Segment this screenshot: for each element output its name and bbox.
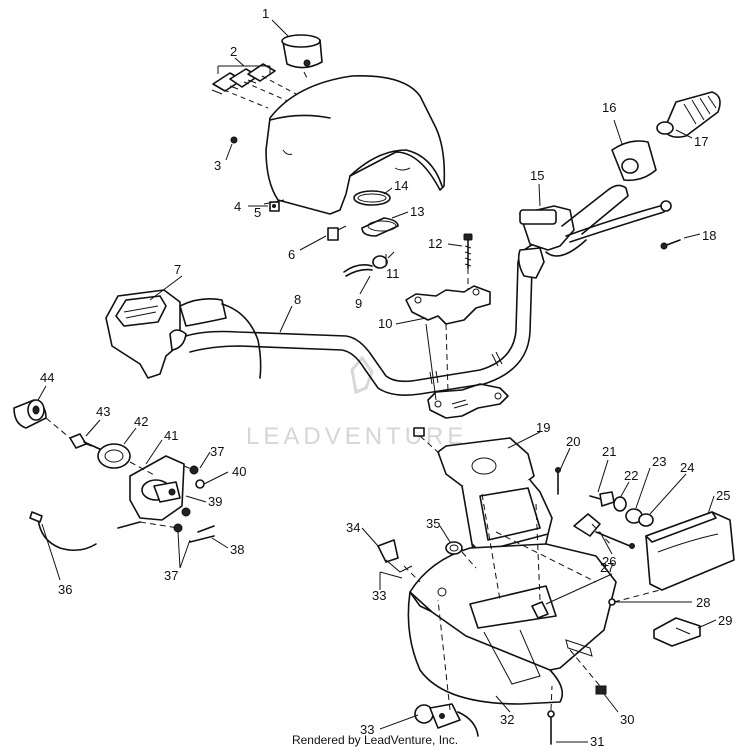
callout-10: 10 (378, 316, 392, 331)
footer-credit: Rendered by LeadVenture, Inc. (291, 733, 459, 747)
callout-35: 35 (426, 516, 440, 531)
callout-8: 8 (294, 292, 301, 307)
callout-25: 25 (716, 488, 730, 503)
part-rings-13-14 (353, 190, 399, 237)
callout-1: 1 (262, 6, 269, 21)
part-clip-4-lower (413, 427, 425, 437)
part-screw-3 (230, 136, 238, 144)
part-screw-31 (547, 710, 555, 745)
projection-lines (45, 71, 661, 711)
callout-41: 41 (164, 428, 178, 443)
part-switch-29 (653, 617, 701, 647)
callout-32: 32 (500, 712, 514, 727)
part-switch-assembly (573, 491, 654, 549)
part-bulb-wiring (343, 251, 395, 277)
callout-42: 42 (134, 414, 148, 429)
callout-7: 7 (174, 262, 181, 277)
callout-27: 27 (600, 560, 614, 575)
callout-38: 38 (230, 542, 244, 557)
watermark-text: LEADVENTURE (246, 423, 467, 450)
callout-11: 11 (386, 266, 400, 281)
callout-28: 28 (696, 595, 710, 610)
callout-33-lower: 33 (360, 722, 374, 737)
part-ignition-switch-33 (414, 703, 479, 737)
part-screws-38 (117, 521, 215, 543)
callout-44: 44 (40, 370, 54, 385)
part-screw-20 (555, 467, 561, 495)
callout-12: 12 (428, 236, 442, 251)
callout-34: 34 (346, 520, 360, 535)
part-grip-17 (656, 91, 721, 138)
callout-22: 22 (624, 468, 638, 483)
part-right-controls (517, 140, 672, 279)
part-grommets-27-28 (531, 598, 616, 619)
callout-37-upper: 37 (210, 444, 224, 459)
callout-4: 4 (234, 199, 241, 214)
callout-30: 30 (620, 712, 634, 727)
part-speedometer (281, 34, 323, 69)
part-socket-6 (327, 225, 347, 241)
callout-14: 14 (394, 178, 408, 193)
callout-24: 24 (680, 460, 694, 475)
callout-31: 31 (590, 734, 604, 749)
callout-15: 15 (530, 168, 544, 183)
part-left-fasteners (13, 399, 131, 469)
callout-labels: 1 2 3 4 5 6 7 8 9 10 11 12 13 14 15 16 1… (40, 6, 732, 749)
part-clip-4-upper (269, 201, 280, 212)
part-indicator-lamps (211, 63, 301, 109)
part-screw-18 (660, 239, 681, 250)
callout-3: 3 (214, 158, 221, 173)
part-handlebar (185, 243, 541, 396)
callout-19: 19 (536, 420, 550, 435)
callout-9: 9 (355, 296, 362, 311)
callout-36: 36 (58, 582, 72, 597)
part-clip-30 (595, 685, 607, 695)
callout-39: 39 (208, 494, 222, 509)
callout-23: 23 (652, 454, 666, 469)
callout-26: 26 (602, 554, 616, 569)
part-switch-34-35 (377, 539, 463, 573)
callout-29: 29 (718, 613, 732, 628)
part-headlight-25 (645, 511, 735, 591)
callout-43: 43 (96, 404, 110, 419)
callout-18: 18 (702, 228, 716, 243)
callout-16: 16 (602, 100, 616, 115)
callout-33-upper: 33 (372, 588, 386, 603)
part-master-cylinder (105, 289, 262, 379)
callout-21: 21 (602, 444, 616, 459)
part-headlight-pod (265, 75, 446, 215)
part-cable-36 (29, 511, 97, 552)
callout-2: 2 (230, 44, 237, 59)
callout-5: 5 (254, 205, 261, 220)
callout-40: 40 (232, 464, 246, 479)
callout-37-lower: 37 (164, 568, 178, 583)
callout-17: 17 (694, 134, 708, 149)
callout-20: 20 (566, 434, 580, 449)
watermark: LEADVENTURE (246, 355, 467, 450)
callout-6: 6 (288, 247, 295, 262)
part-handlebar-clamps (405, 285, 509, 419)
callout-13: 13 (410, 204, 424, 219)
callout-leaders (37, 19, 717, 743)
part-bracket-19 (437, 437, 553, 567)
part-bolt-12 (463, 233, 473, 269)
part-lower-fairing (407, 543, 617, 705)
part-caliper-41 (129, 455, 185, 521)
